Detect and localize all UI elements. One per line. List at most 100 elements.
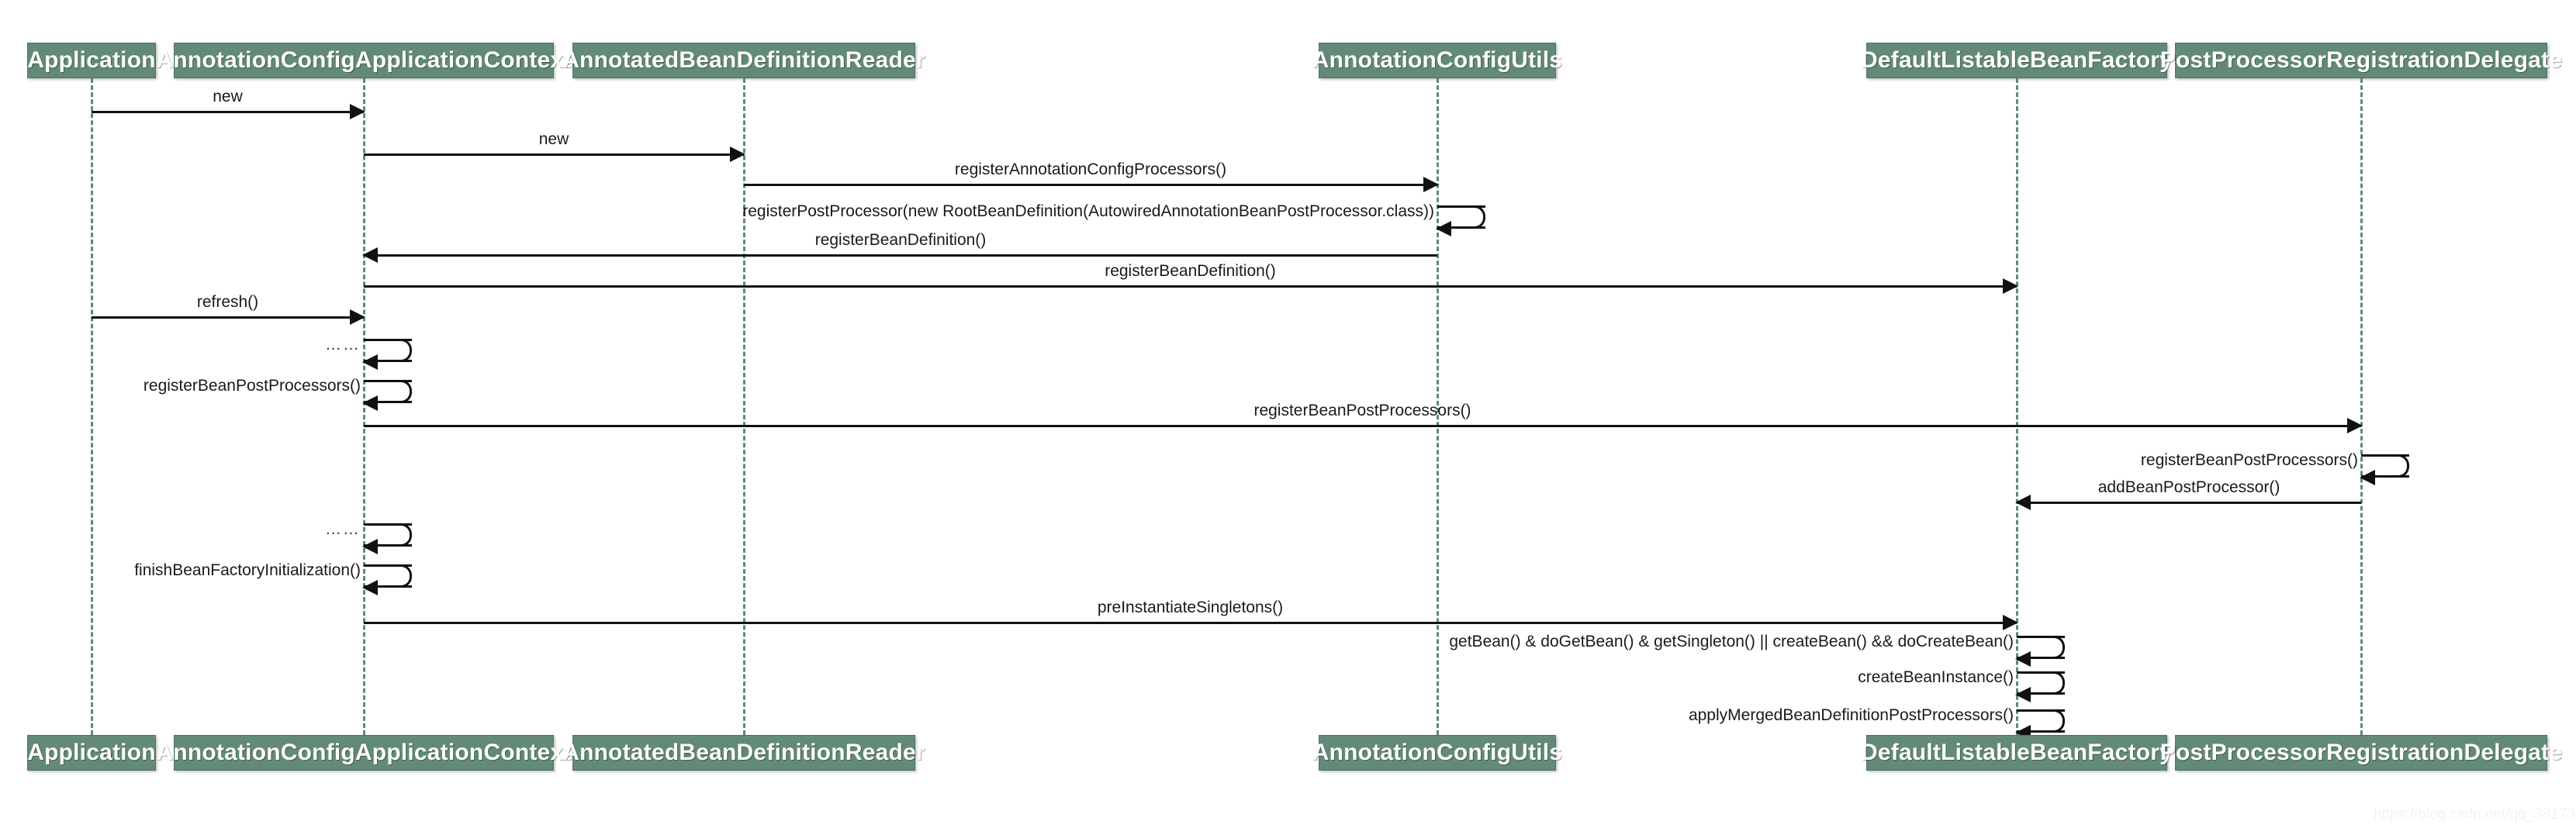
self-message-s9[interactable]: applyMergedBeanDefinitionPostProcessors(… (1689, 707, 2065, 740)
message-line (364, 622, 2017, 624)
message-label: preInstantiateSingletons() (1097, 599, 1284, 616)
arrowhead-icon (1423, 177, 1439, 192)
self-message-s8[interactable]: createBeanInstance() (1858, 669, 2065, 702)
self-message-s5[interactable]: …… (325, 521, 412, 554)
message-line (364, 425, 2361, 427)
self-message-s2[interactable]: …… (325, 336, 412, 370)
message-line (364, 154, 744, 156)
self-message-line (2017, 709, 2065, 712)
participant-acac-header[interactable]: AnnotationConfigApplicationContext (156, 43, 571, 78)
participant-label: AnnotationConfigUtils (1312, 47, 1563, 73)
message-line (92, 316, 364, 319)
arrowhead-icon (362, 539, 378, 554)
participant-label: DefaultListableBeanFactory (1861, 740, 2173, 765)
message-line (364, 254, 1437, 257)
arrowhead-icon (1436, 221, 1451, 236)
self-message-line (2017, 636, 2065, 638)
self-message-line (364, 523, 412, 526)
arrowhead-icon (362, 580, 378, 595)
self-message-label: …… (325, 336, 361, 354)
message-line (744, 184, 1437, 186)
lifeline-dlbf (2016, 78, 2018, 735)
arrowhead-icon (730, 147, 745, 162)
participant-abdr-footer[interactable]: AnnotatedBeanDefinitionReader (562, 735, 925, 771)
message-label: new (538, 130, 569, 148)
lifeline-acu (1437, 78, 1439, 735)
arrowhead-icon (2015, 687, 2031, 702)
participant-abdr-header[interactable]: AnnotatedBeanDefinitionReader (562, 43, 925, 78)
self-message-line (364, 585, 412, 588)
participant-acu-footer[interactable]: AnnotationConfigUtils (1312, 735, 1562, 771)
participant-dlbf-footer[interactable]: DefaultListableBeanFactory (1861, 735, 2173, 771)
message-label: registerBeanDefinition() (1105, 262, 1276, 280)
participant-dlbf-header[interactable]: DefaultListableBeanFactory (1861, 43, 2173, 78)
participant-label: AnnotationConfigUtils (1312, 740, 1563, 765)
participant-label: Application (27, 740, 156, 765)
self-message-label: registerPostProcessor(new RootBeanDefini… (742, 202, 1434, 220)
participant-label: AnnotationConfigApplicationContext (156, 47, 572, 73)
arrowhead-icon (2015, 495, 2031, 510)
self-message-line (364, 401, 412, 403)
arrowhead-icon (350, 104, 365, 119)
self-message-loop (395, 523, 412, 547)
watermark: https://blog.csdn.net/qq_38173650 (2374, 806, 2576, 823)
participant-pprd-footer[interactable]: PostProcessorRegistrationDelegate (2160, 735, 2562, 771)
self-message-label: registerBeanPostProcessors() (2140, 451, 2358, 469)
self-message-line (364, 360, 412, 362)
message-label: registerBeanPostProcessors() (1253, 402, 1471, 419)
self-message-line (2017, 730, 2065, 733)
self-message-loop (395, 339, 412, 362)
self-message-line (2361, 454, 2409, 457)
participant-app-header[interactable]: Application (27, 43, 156, 78)
participant-acac-footer[interactable]: AnnotationConfigApplicationContext (156, 735, 571, 771)
arrowhead-icon (2003, 278, 2018, 294)
self-message-loop (1468, 205, 1485, 229)
self-message-label: getBean() & doGetBean() & getSingleton()… (1449, 633, 2014, 650)
self-message-line (2017, 657, 2065, 659)
participant-label: AnnotatedBeanDefinitionReader (562, 740, 925, 765)
message-label: registerAnnotationConfigProcessors() (954, 160, 1227, 178)
message-line (2017, 502, 2361, 504)
lifeline-app (91, 78, 93, 735)
participant-label: PostProcessorRegistrationDelegate (2159, 47, 2563, 73)
participant-app-footer[interactable]: Application (27, 735, 156, 771)
self-message-s1[interactable]: registerPostProcessor(new RootBeanDefini… (742, 203, 1485, 236)
participant-label: Application (27, 47, 156, 73)
self-message-line (2017, 692, 2065, 695)
arrowhead-icon (362, 354, 378, 370)
participant-label: AnnotationConfigApplicationContext (156, 740, 572, 765)
participant-pprd-header[interactable]: PostProcessorRegistrationDelegate (2160, 43, 2562, 78)
self-message-line (1437, 205, 1485, 208)
arrowhead-icon (362, 395, 378, 411)
self-message-loop (395, 380, 412, 403)
self-message-line (364, 564, 412, 567)
self-message-line (364, 544, 412, 547)
self-message-s3[interactable]: registerBeanPostProcessors() (143, 378, 412, 411)
participant-acu-header[interactable]: AnnotationConfigUtils (1312, 43, 1562, 78)
self-message-line (364, 339, 412, 341)
message-line (92, 111, 364, 113)
lifeline-abdr (743, 78, 745, 735)
self-message-s7[interactable]: getBean() & doGetBean() & getSingleton()… (1449, 633, 2065, 667)
arrowhead-icon (350, 309, 365, 325)
participant-label: PostProcessorRegistrationDelegate (2159, 740, 2563, 765)
self-message-label: applyMergedBeanDefinitionPostProcessors(… (1688, 706, 2014, 724)
message-label: refresh() (196, 293, 259, 311)
message-label: new (213, 88, 243, 105)
self-message-loop (2048, 636, 2065, 659)
participant-label: DefaultListableBeanFactory (1861, 47, 2173, 73)
participant-label: AnnotatedBeanDefinitionReader (562, 47, 925, 73)
self-message-line (2017, 671, 2065, 674)
self-message-s4[interactable]: registerBeanPostProcessors() (2141, 452, 2409, 485)
self-message-loop (395, 564, 412, 588)
self-message-label: finishBeanFactoryInitialization() (134, 561, 361, 579)
self-message-label: createBeanInstance() (1858, 668, 2014, 686)
message-line (364, 285, 2017, 288)
self-message-label: registerBeanPostProcessors() (143, 377, 361, 395)
message-label: registerBeanDefinition() (814, 231, 987, 249)
self-message-line (1437, 226, 1485, 229)
message-label: addBeanPostProcessor() (2097, 478, 2280, 496)
self-message-s6[interactable]: finishBeanFactoryInitialization() (134, 562, 412, 595)
lifeline-pprd (2360, 78, 2363, 735)
